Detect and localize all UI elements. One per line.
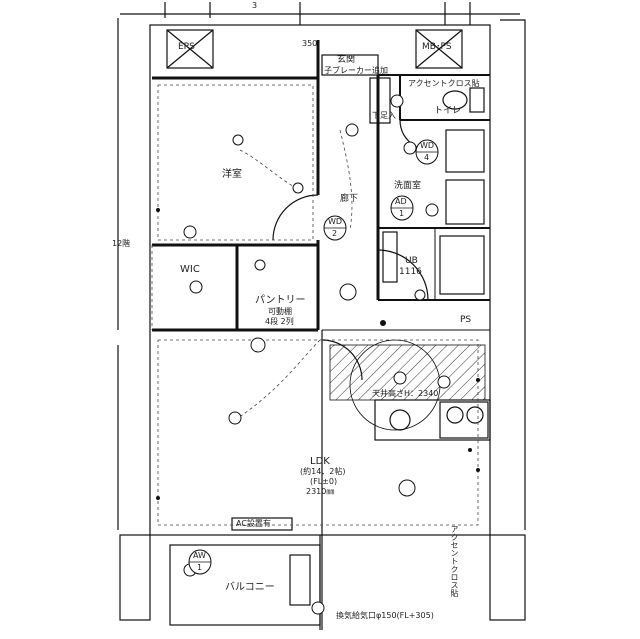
- ceiling-light: [254, 259, 266, 271]
- wash-room-label: 洗面室: [394, 181, 422, 191]
- ceiling-light: [425, 203, 439, 217]
- stove-burner: [466, 406, 484, 424]
- ceiling-light: [250, 337, 266, 353]
- toilet-fixture: [469, 87, 485, 113]
- ceiling-light: [390, 94, 404, 108]
- ac-sleeve-box: [231, 517, 293, 531]
- switch: [476, 468, 480, 472]
- ceiling-light: [403, 141, 417, 155]
- switch-wire: [239, 149, 301, 191]
- stove: [439, 401, 489, 439]
- toilet-label: トイレ: [434, 106, 462, 116]
- ac-outdoor-unit: [289, 554, 311, 606]
- ceiling-light: [393, 371, 407, 385]
- switch-wire: [234, 339, 321, 421]
- ldk-height: 2310㎜: [306, 487, 335, 496]
- ps-label: PS: [460, 315, 472, 325]
- accent-cross-right: アクセントクロス貼: [450, 525, 459, 597]
- mbps-label: MB･PS: [422, 42, 452, 52]
- hallway-label: 廊下: [340, 194, 359, 204]
- dim-350: 350: [302, 39, 318, 48]
- sink: [389, 409, 411, 431]
- wash-basin: [445, 129, 485, 173]
- mbps-cross: [415, 29, 463, 69]
- toilet-bowl: [442, 90, 468, 110]
- ldk-floor: (FL±0): [310, 477, 338, 486]
- left-dim: 12階: [112, 239, 131, 248]
- bath-counter: [382, 231, 398, 283]
- door-tag-ad1-num: 1: [399, 209, 405, 218]
- shoe-closet-label: 下足入: [372, 111, 396, 120]
- ceiling-light: [437, 375, 451, 389]
- ceiling-light: [414, 289, 426, 301]
- switch: [380, 320, 386, 326]
- door-tag-aw1-type: AW: [193, 551, 206, 560]
- door-swing-western: [272, 194, 319, 241]
- ceiling-light: [228, 411, 242, 425]
- ceiling-light: [398, 479, 416, 497]
- door-swing-bath: [377, 249, 429, 301]
- ceiling-light: [339, 283, 357, 301]
- ceiling-light: [345, 123, 359, 137]
- pantry-label: パントリー: [255, 295, 306, 306]
- wic-label: WIC: [180, 264, 200, 275]
- shelf-count: 4段 2列: [265, 317, 294, 326]
- balcony-wall-left: [119, 534, 151, 621]
- range-hood-note: 天井高さH：2340: [372, 389, 439, 398]
- switch: [156, 496, 160, 500]
- ac-sleeve-label: AC設置有: [236, 519, 271, 528]
- vent-note: 換気給気口φ150(FL+305): [336, 611, 434, 620]
- entrance-step: [321, 54, 379, 76]
- accent-cross-top: アクセントクロス貼: [408, 79, 480, 88]
- unit-bath-label: UB: [405, 256, 418, 266]
- ceiling-light: [189, 280, 203, 294]
- stove-burner: [446, 406, 464, 424]
- ceiling-light: [292, 182, 304, 194]
- door-tag-aw1-num: 1: [197, 563, 203, 572]
- eps-cross: [166, 29, 214, 69]
- switch-wire: [339, 129, 353, 231]
- top-number: 3: [252, 1, 258, 10]
- ceiling-light: [232, 134, 244, 146]
- ceiling-light: [183, 225, 197, 239]
- switch: [468, 448, 472, 452]
- balcony-label: バルコニー: [225, 582, 275, 593]
- door-tag-wd4-type: WD: [420, 141, 435, 150]
- bathtub: [439, 235, 485, 295]
- eps-label: EPS: [178, 42, 195, 52]
- breaker-note: 子ブレーカー追加: [324, 66, 388, 75]
- door-tag-wd2-num: 2: [332, 229, 338, 238]
- ldk-label: LDK: [310, 456, 330, 467]
- ceiling-light: [311, 601, 325, 615]
- switch: [476, 378, 480, 382]
- mbps-box: [415, 29, 463, 69]
- unit-bath-size: 1116: [399, 267, 422, 277]
- right-outer-frame: [500, 19, 526, 530]
- eps-box: [166, 29, 214, 69]
- ldk-size: (約14．2帖): [300, 467, 346, 476]
- kitchen-counter: [374, 399, 491, 441]
- western-room-label: 洋室: [222, 169, 242, 180]
- movable-shelf: 可動棚: [268, 307, 292, 316]
- shoe-closet: [369, 77, 391, 124]
- door-tag-wd4-num: 4: [424, 153, 430, 162]
- western-room-ceiling: [157, 84, 314, 241]
- balcony-wall-right: [489, 534, 526, 621]
- washing-machine-pan: [445, 179, 485, 225]
- door-tag-wd2-type: WD: [328, 217, 343, 226]
- door-tag-ad1-type: AD: [395, 197, 407, 206]
- entrance-label: 玄関: [337, 55, 356, 65]
- kitchen-hatch: [329, 344, 486, 401]
- switch: [156, 208, 160, 212]
